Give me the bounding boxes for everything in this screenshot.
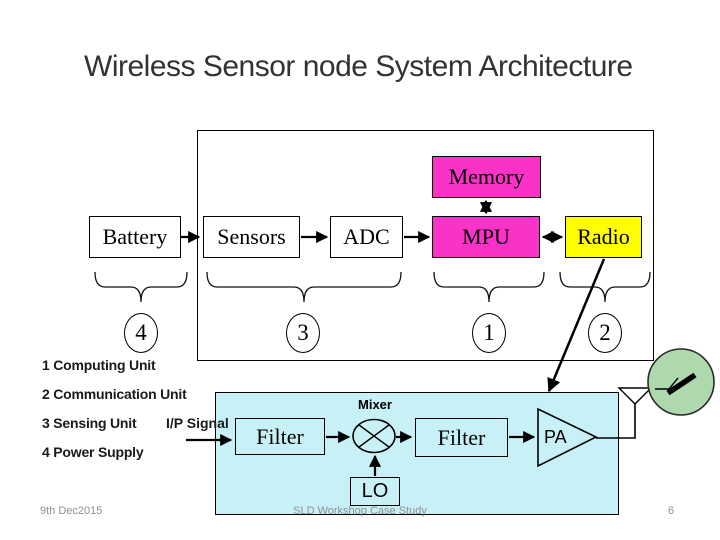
- slide-footer-text: SLD Workshop Case Study: [293, 505, 427, 517]
- wireless-signal-icon: [647, 348, 715, 416]
- group-number-power-supply: 4: [124, 313, 158, 353]
- slide-title: Wireless Sensor node System Architecture: [84, 50, 633, 83]
- slide-date: 9th Dec2015: [40, 505, 103, 517]
- legend-communication-unit: 2 Communication Unit: [42, 386, 187, 402]
- radio-block: Radio: [565, 216, 642, 258]
- group-number-sensing-unit: 3: [286, 313, 320, 353]
- rx-filter-block: Filter: [235, 418, 325, 455]
- ip-signal-label: I/P Signal: [166, 415, 229, 431]
- mixer-label: Mixer: [358, 397, 392, 412]
- adc-block: ADC: [330, 216, 403, 258]
- group-number-computing-unit: 1: [472, 313, 506, 353]
- tx-filter-block: Filter: [415, 418, 508, 457]
- local-oscillator-block: LO: [350, 477, 400, 506]
- sensors-block: Sensors: [203, 216, 300, 258]
- legend-computing-unit: 1 Computing Unit: [42, 357, 156, 373]
- power-amplifier-label: PA: [544, 427, 567, 447]
- slide-page-number: 6: [668, 505, 675, 517]
- legend-sensing-unit: 3 Sensing Unit: [42, 415, 137, 431]
- legend-power-supply: 4 Power Supply: [42, 444, 144, 460]
- group-number-communication-unit: 2: [588, 313, 622, 353]
- brace-power-supply: [94, 271, 188, 303]
- mpu-block: MPU: [432, 216, 540, 258]
- battery-block: Battery: [89, 216, 181, 258]
- memory-block: Memory: [432, 156, 541, 198]
